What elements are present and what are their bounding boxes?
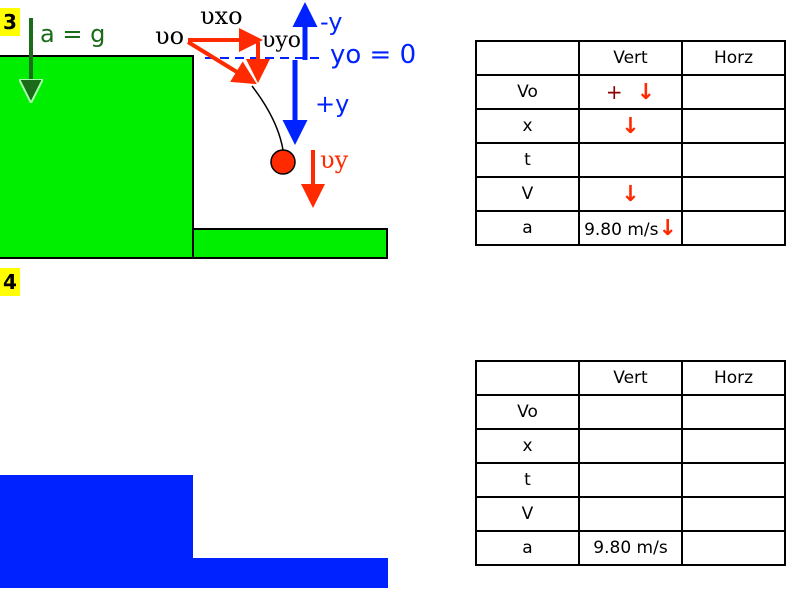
vert-cell[interactable] <box>578 496 683 532</box>
accel-value: 9.80 m/s <box>584 219 659 240</box>
horz-cell[interactable] <box>681 210 786 246</box>
row-label: x <box>475 108 580 144</box>
horz-cell[interactable] <box>681 176 786 212</box>
header-cell <box>475 360 580 396</box>
row-label: a <box>475 210 580 246</box>
header-cell: Vert <box>578 360 683 396</box>
vert-cell[interactable] <box>578 394 683 430</box>
vert-cell[interactable]: +↓ <box>578 74 683 110</box>
ground-4 <box>193 558 388 588</box>
table-row: a 9.80 m/s↓ <box>475 210 786 246</box>
trajectory <box>251 85 284 151</box>
down-arrow-icon: ↓ <box>621 113 640 139</box>
pos-y-label: +y <box>315 90 350 118</box>
table-header-row: Vert Horz <box>475 360 786 396</box>
ball <box>270 149 296 175</box>
header-cell <box>475 40 580 76</box>
table-row: Vo <box>475 394 786 430</box>
vert-cell[interactable]: ↓ <box>578 176 683 212</box>
down-arrow-icon: ↓ <box>658 215 677 241</box>
header-cell: Horz <box>681 360 786 396</box>
row-label: t <box>475 142 580 178</box>
v0-label: υo <box>155 22 185 50</box>
horz-cell[interactable] <box>681 74 786 110</box>
table-row: Vo +↓ <box>475 74 786 110</box>
row-label: V <box>475 496 580 532</box>
horz-cell[interactable] <box>681 428 786 464</box>
table-row: x <box>475 428 786 464</box>
table-row: a 9.80 m/s <box>475 530 786 566</box>
problem-number-3: 3 <box>0 8 20 36</box>
vy-label: υy <box>320 146 349 174</box>
header-cell: Horz <box>681 40 786 76</box>
row-label: x <box>475 428 580 464</box>
table-header-row: Vert Horz <box>475 40 786 76</box>
row-label: t <box>475 462 580 498</box>
table-row: x ↓ <box>475 108 786 144</box>
vert-cell[interactable]: ↓ <box>578 108 683 144</box>
horz-cell[interactable] <box>681 496 786 532</box>
ground <box>192 228 388 259</box>
horz-cell[interactable] <box>681 108 786 144</box>
y0-label: yo = 0 <box>330 40 417 70</box>
table-problem-3: Vert Horz Vo +↓ x ↓ t V ↓ a 9.80 m/s↓ <box>475 40 786 246</box>
table-row: t <box>475 142 786 178</box>
row-label: Vo <box>475 74 580 110</box>
row-label: a <box>475 530 580 566</box>
table-problem-4: Vert Horz Vo x t V a 9.80 m/s <box>475 360 786 566</box>
row-label: V <box>475 176 580 212</box>
v0-arrow-icon <box>186 40 257 85</box>
problem-number-4: 4 <box>0 268 20 296</box>
vert-cell[interactable]: 9.80 m/s <box>578 530 683 566</box>
neg-y-label: -y <box>320 8 343 36</box>
vert-cell[interactable] <box>578 462 683 498</box>
table-row: t <box>475 462 786 498</box>
accel-label: a = g <box>40 20 106 48</box>
vy0-label: υyo <box>262 28 302 53</box>
row-label: Vo <box>475 394 580 430</box>
down-arrow-icon: ↓ <box>636 79 656 105</box>
cliff-4 <box>0 475 193 588</box>
horz-cell[interactable] <box>681 394 786 430</box>
vx0-label: υxo <box>200 2 243 30</box>
horz-cell[interactable] <box>681 530 786 566</box>
table-row: V <box>475 496 786 532</box>
cliff <box>0 55 194 259</box>
header-cell: Vert <box>578 40 683 76</box>
table-row: V ↓ <box>475 176 786 212</box>
vert-cell[interactable] <box>578 142 683 178</box>
horz-cell[interactable] <box>681 462 786 498</box>
down-arrow-icon: ↓ <box>621 181 640 207</box>
vert-cell[interactable] <box>578 428 683 464</box>
vert-cell[interactable]: 9.80 m/s↓ <box>578 210 683 246</box>
horz-cell[interactable] <box>681 142 786 178</box>
